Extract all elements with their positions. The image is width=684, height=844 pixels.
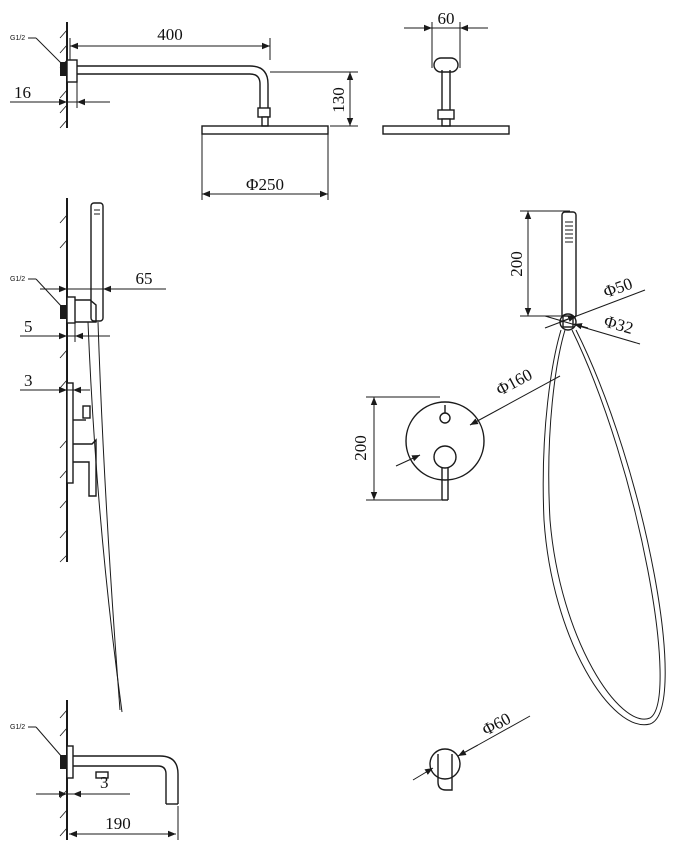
hand-shower-front <box>561 211 577 319</box>
dim-spout-length: 190 <box>105 814 131 833</box>
hand-shower-front-view: 200 Φ50 Φ32 <box>507 210 666 726</box>
dim-handset-diameter: Φ50 <box>601 274 635 302</box>
dim-spout-gap: 3 <box>100 773 109 792</box>
diverter-knob <box>82 405 91 419</box>
hose-loop-inner <box>542 329 666 726</box>
shower-head-front <box>382 125 510 135</box>
wall-hatching-mid <box>59 214 68 563</box>
mixer-cartridge-front <box>433 445 457 469</box>
dim-head-width: 60 <box>438 9 455 28</box>
spout-flange-front <box>429 748 461 780</box>
holder-flange <box>66 296 76 324</box>
hose-side-inner <box>87 321 123 713</box>
dim-plate-height: 200 <box>351 435 370 461</box>
valve-plate-side <box>66 382 74 484</box>
valve-plate-front-view: Φ160 200 <box>351 365 561 501</box>
bath-spout-side-view: 3 190 G1/2 <box>10 700 179 840</box>
thread-connector-bottom <box>60 755 67 769</box>
dim-holder-gap: 5 <box>24 317 33 336</box>
spout-flange-side <box>66 745 74 779</box>
arm-swivel <box>261 116 269 127</box>
label-thread-top: G1/2 <box>10 35 25 42</box>
dim-handset-length: 200 <box>507 251 526 277</box>
thread-connector-mid <box>60 305 67 319</box>
arm-end-front <box>433 57 459 73</box>
valve-side-view: 65 5 3 G1/2 <box>10 198 166 713</box>
spout-front <box>437 754 453 791</box>
dim-holder-depth: 65 <box>136 269 153 288</box>
arm-nut-front <box>437 109 455 120</box>
dim-head-diameter: Φ250 <box>246 175 284 194</box>
wall-hatching-bottom <box>59 709 68 837</box>
spray-nozzles <box>565 221 573 243</box>
shower-arm-side-view: 400 16 130 Φ250 G1/2 <box>10 22 358 200</box>
dim-spout-flange: Φ60 <box>479 709 514 740</box>
bath-spout-front-view: Φ60 <box>412 709 531 791</box>
spout-lower <box>73 765 167 804</box>
hand-shower-side <box>90 202 104 322</box>
dim-wall-gap-top: 16 <box>14 83 31 102</box>
thread-connector-top <box>60 62 67 76</box>
label-thread-bottom: G1/2 <box>10 724 25 731</box>
label-thread-mid: G1/2 <box>10 276 25 283</box>
hose-loop-outer <box>548 329 661 720</box>
valve-plate <box>405 401 485 481</box>
shower-arm-front-view: 60 <box>382 9 510 135</box>
dim-valve-gap: 3 <box>24 371 33 390</box>
spout-grub-screw <box>95 771 109 779</box>
mixer-lever-side <box>73 438 97 497</box>
wall-hatching-top <box>59 29 68 129</box>
diverter-knob-front <box>439 412 451 424</box>
arm-nut <box>257 107 271 118</box>
dim-arm-drop: 130 <box>329 87 348 113</box>
spout-upper <box>73 755 179 804</box>
holder-bracket <box>75 299 97 323</box>
hose-side-outer <box>97 321 121 711</box>
wall-flange-top <box>66 59 78 83</box>
dim-plate-diameter: Φ160 <box>493 365 535 400</box>
shower-arm-upper <box>77 65 269 108</box>
shower-head-side <box>201 125 329 135</box>
shower-arm-lower <box>77 73 261 108</box>
dim-arm-length: 400 <box>157 25 183 44</box>
